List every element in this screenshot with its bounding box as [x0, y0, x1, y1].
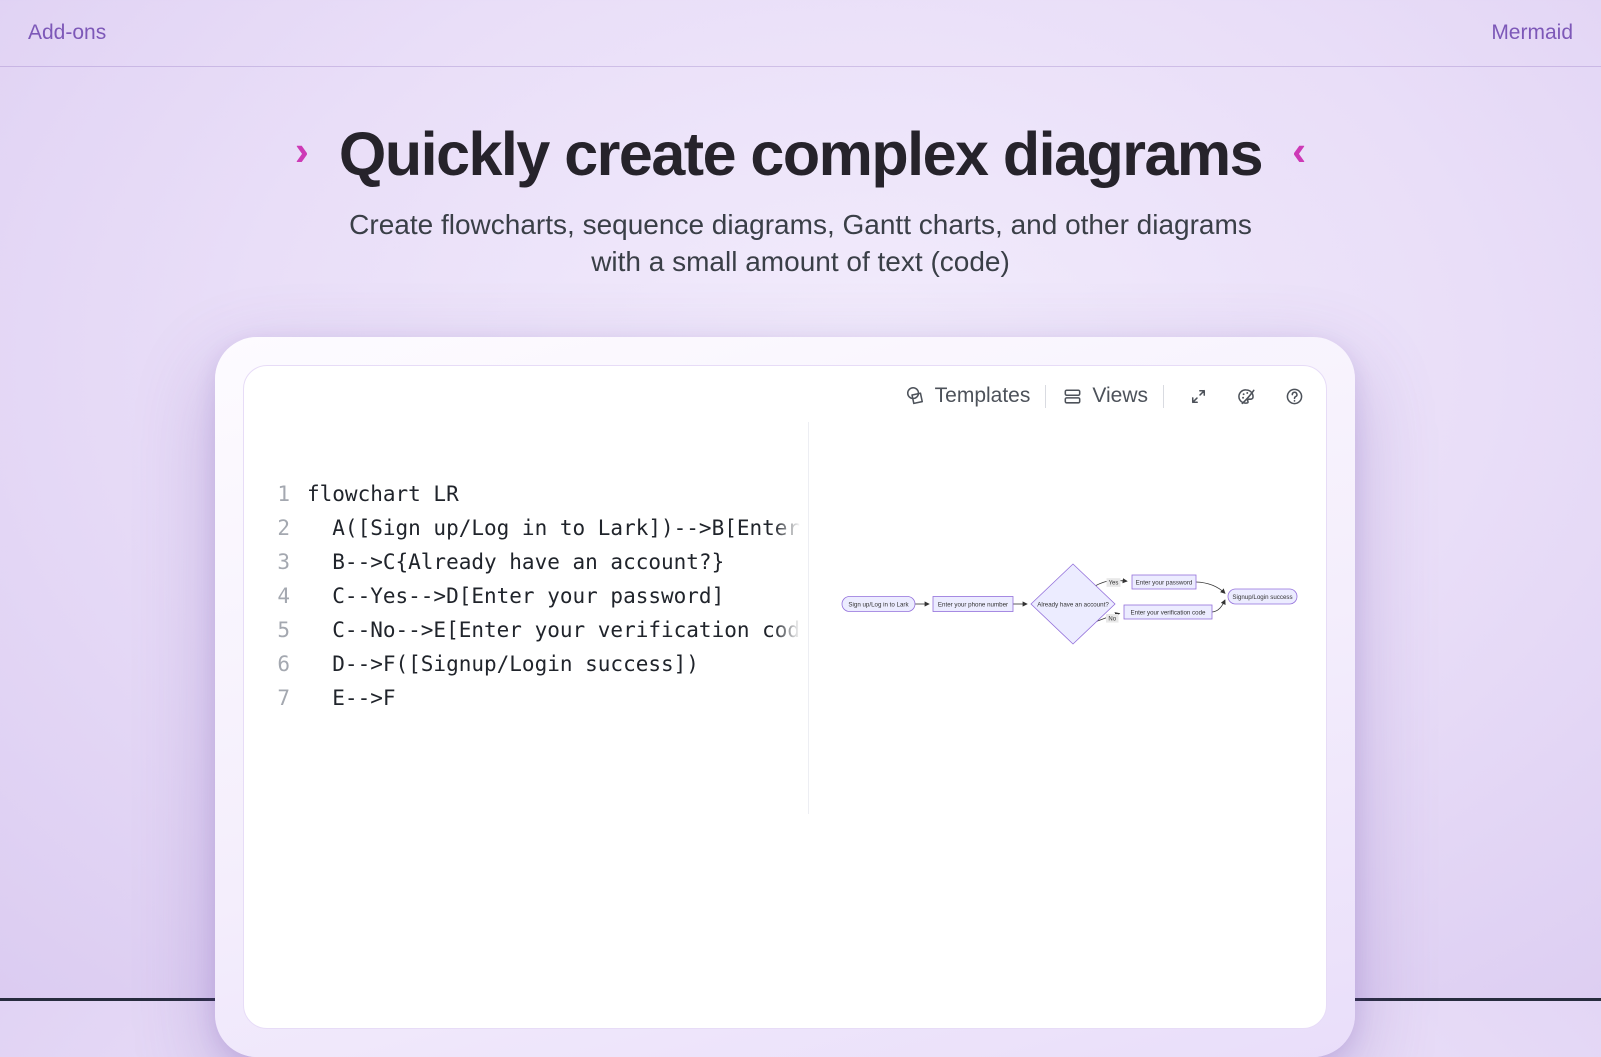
- help-question-circle-icon[interactable]: [1283, 385, 1306, 408]
- line-number: 2: [277, 516, 290, 540]
- node-label: Sign up/Log in to Lark: [848, 601, 909, 608]
- node-label: Signup/Login success: [1232, 594, 1292, 601]
- node-decision: [1030, 563, 1116, 645]
- addons-link[interactable]: Add-ons: [28, 21, 107, 44]
- hero-section: › Quickly create complex diagrams ‹ Crea…: [0, 119, 1601, 280]
- subtitle-line-1: Create flowcharts, sequence diagrams, Ga…: [349, 209, 1252, 240]
- toolbar-divider: [1163, 384, 1164, 408]
- line-number: 6: [277, 652, 290, 676]
- edge-e-f: [1211, 599, 1226, 613]
- code-text: B-->C{Already have an account?}: [307, 550, 725, 574]
- edge-d-f: [1195, 581, 1226, 594]
- stacked-rows-icon: [1061, 385, 1084, 408]
- node-success: [1227, 588, 1298, 605]
- page-subtitle: Create flowcharts, sequence diagrams, Ga…: [0, 206, 1601, 280]
- code-text: A([Sign up/Log in to Lark])-->B[Enter yo…: [332, 516, 801, 540]
- line-number: 3: [277, 550, 290, 574]
- code-text: E-->F: [307, 686, 396, 710]
- code-line: 3 B-->C{Already have an account?}: [244, 545, 808, 579]
- code-line: 7 E-->F: [244, 681, 808, 715]
- node-password: [1131, 574, 1197, 590]
- line-number: 7: [277, 686, 290, 710]
- subtitle-line-2: with a small amount of text (code): [591, 246, 1010, 277]
- views-label: Views: [1092, 384, 1148, 407]
- expand-diagonal-arrows-icon[interactable]: [1187, 385, 1210, 408]
- node-label: Enter your phone number: [938, 601, 1008, 608]
- edge-label-yes: Yes: [1109, 581, 1119, 587]
- code-editor[interactable]: 1 flowchart LR 2 A([Sign up/Log in to Lar…: [244, 477, 808, 907]
- views-button[interactable]: Views: [1061, 384, 1148, 408]
- topbar: Add-ons Mermaid: [0, 0, 1601, 67]
- flowchart-preview: Yes No Sign up/Log in to Lark Enter your…: [841, 563, 1298, 645]
- chevron-right-icon: ›: [294, 127, 309, 174]
- code-line: 6 D-->F([Signup/Login success]): [244, 647, 808, 681]
- templates-label: Templates: [934, 384, 1031, 407]
- code-text: C--Yes-->D[Enter your password]: [307, 584, 725, 608]
- edge-label-bg: [1106, 578, 1121, 587]
- templates-button[interactable]: Templates: [904, 384, 1031, 408]
- panel-toolbar: Templates Views: [904, 384, 1306, 408]
- mermaid-link[interactable]: Mermaid: [1491, 21, 1573, 44]
- code-text: D-->F([Signup/Login success]): [307, 652, 699, 676]
- node-label: Already have an account?: [1037, 601, 1109, 608]
- edge-label-bg: [1106, 614, 1119, 623]
- pane-divider: [808, 422, 809, 814]
- color-palette-icon[interactable]: [1235, 385, 1258, 408]
- shapes-template-icon: [904, 385, 927, 408]
- line-number: 4: [277, 584, 290, 608]
- mermaid-app-panel: Templates Views: [243, 365, 1327, 1029]
- chevron-left-icon: ‹: [1292, 127, 1307, 174]
- code-text: flowchart LR: [307, 482, 459, 506]
- code-line: 4 C--Yes-->D[Enter your password]: [244, 579, 808, 613]
- code-text: C--No-->E[Enter your verification code]: [307, 618, 808, 642]
- node-signup-login: [841, 596, 916, 612]
- edge-label-no: No: [1108, 616, 1116, 622]
- toolbar-divider: [1045, 384, 1047, 408]
- code-line: 2 A([Sign up/Log in to Lark])-->B[Enter …: [244, 511, 808, 545]
- node-label: Enter your password: [1136, 579, 1193, 586]
- node-verification-code: [1123, 604, 1213, 620]
- code-line: 5 C--No-->E[Enter your verification code…: [244, 613, 808, 647]
- page-title: Quickly create complex diagrams: [338, 120, 1264, 188]
- demo-card: Templates Views: [215, 337, 1355, 1057]
- code-line: 1 flowchart LR: [244, 477, 808, 511]
- line-number: 1: [277, 482, 290, 506]
- node-label: Enter your verification code: [1131, 609, 1207, 616]
- code-clip-fade: [774, 477, 808, 907]
- node-phone-number: [932, 596, 1014, 612]
- line-number: 5: [277, 618, 290, 642]
- toolbar-icon-group: [1187, 385, 1306, 408]
